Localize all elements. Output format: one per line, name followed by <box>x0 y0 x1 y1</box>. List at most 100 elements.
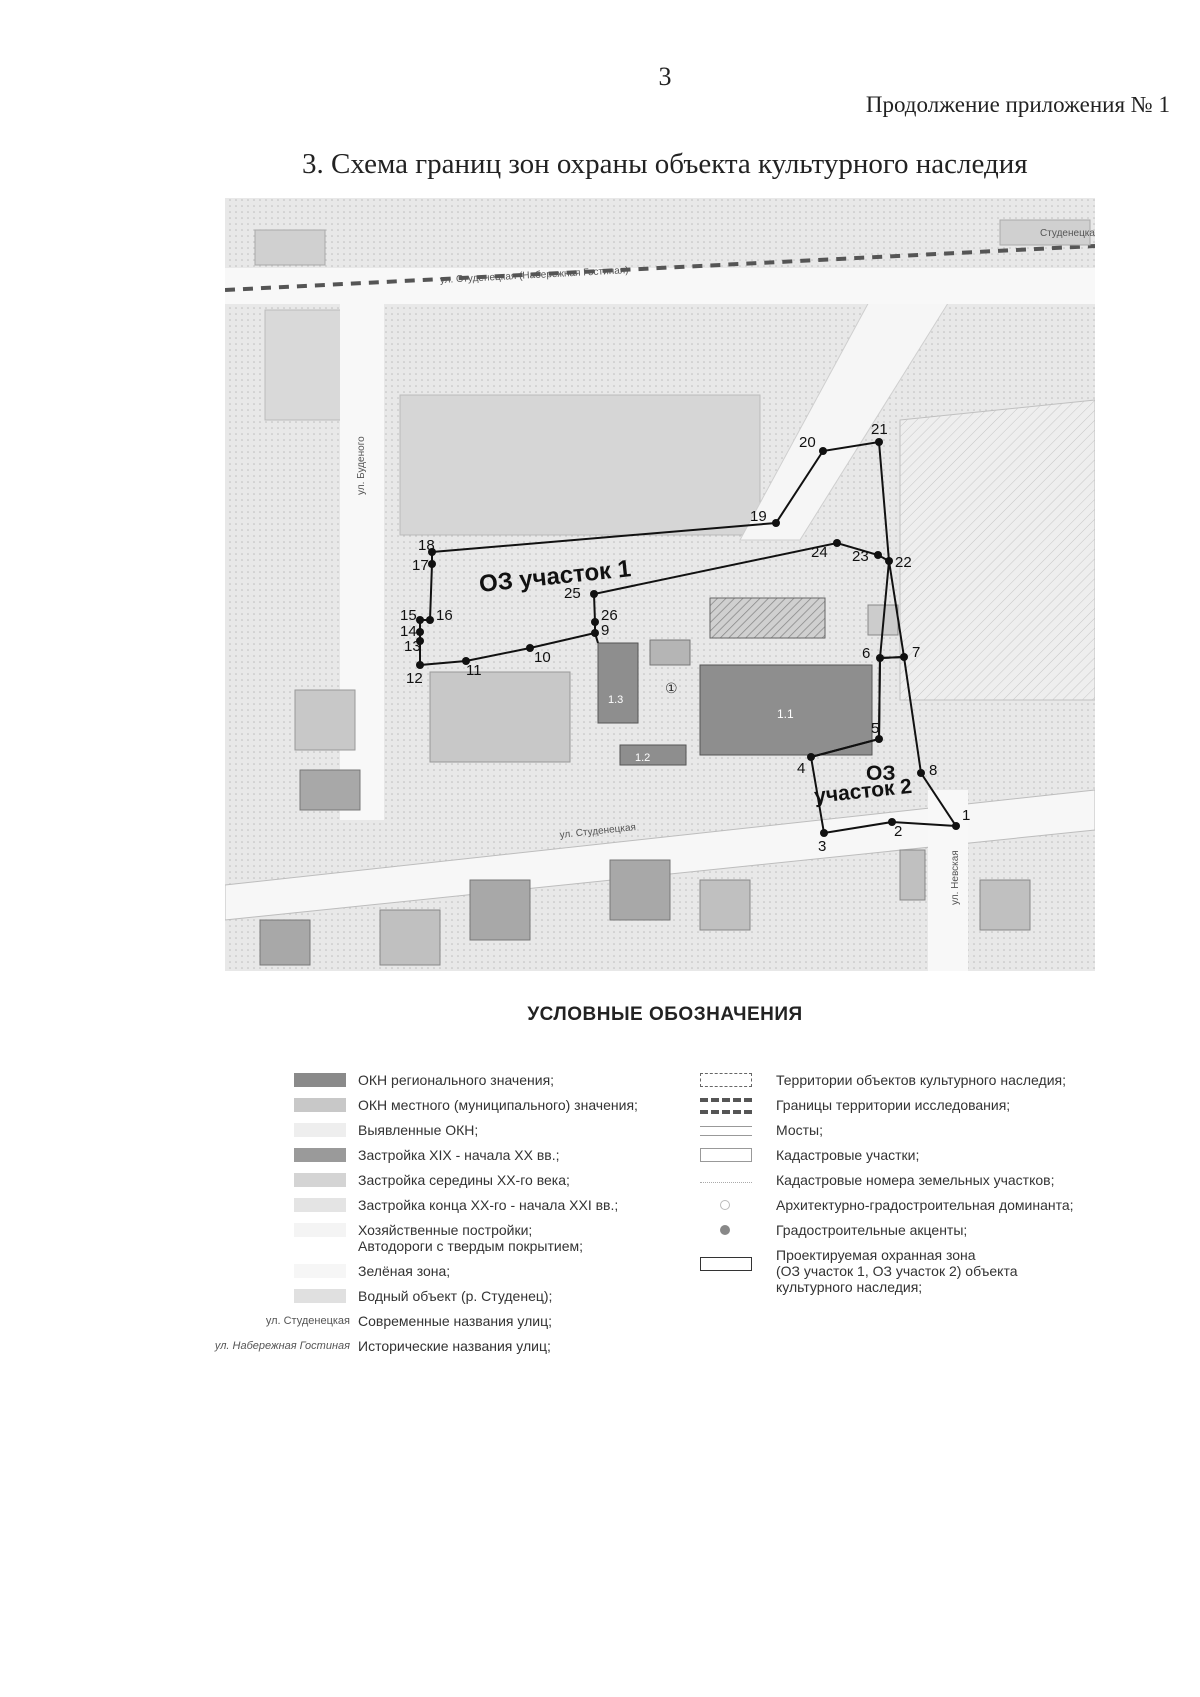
legend-item-19c: Застройка XIX - начала XX вв.; <box>0 1147 690 1163</box>
boundary-point-label-21: 21 <box>871 421 888 438</box>
boundary-point-16 <box>426 616 434 624</box>
legend-item-green: Зелёная зона; <box>0 1263 690 1279</box>
legend-item-late20: Застройка конца XX-го - начала XXI вв.; <box>0 1197 690 1213</box>
building-sw-2 <box>379 909 441 966</box>
legend-item-zone: Проектируемая охранная зона (ОЗ участок … <box>700 1247 1190 1295</box>
boundary-point-4 <box>807 753 815 761</box>
building-ne-1 <box>254 229 326 266</box>
street-south <box>225 789 1095 921</box>
boundary-point-8 <box>917 769 925 777</box>
swatch-water <box>294 1289 346 1303</box>
boundary-point-2 <box>888 818 896 826</box>
boundary-point-label-1: 1 <box>962 807 970 824</box>
boundary-point-label-2: 2 <box>894 823 902 840</box>
boundary-point-label-4: 4 <box>797 760 805 777</box>
legend-left: ОКН регионального значения; ОКН местного… <box>0 1072 690 1363</box>
legend-item-cadastral: Кадастровые участки; <box>700 1147 1190 1163</box>
object-label-1-2: 1.2 <box>635 752 650 764</box>
building-west-2 <box>294 689 356 751</box>
boundary-point-label-9: 9 <box>601 622 609 639</box>
building-sw-1 <box>259 919 311 966</box>
page-number: 3 <box>658 62 672 91</box>
legend-item-research: Границы территории исследования; <box>700 1097 1190 1114</box>
block-east <box>899 399 1095 701</box>
legend-item-territory: Территории объектов культурного наследия… <box>700 1072 1190 1088</box>
building-small <box>649 639 691 666</box>
boundary-point-label-18: 18 <box>418 537 435 554</box>
swatch-accent <box>720 1225 730 1235</box>
boundary-point-label-23: 23 <box>852 548 869 565</box>
boundary-point-13 <box>416 637 424 645</box>
protection-zone-map: ОЗ участок 1 ОЗ участок 2 1.1 1.2 1.3 ① … <box>225 198 1095 971</box>
boundary-point-label-6: 6 <box>862 645 870 662</box>
object-label-circle: ① <box>665 680 678 696</box>
legend-item-dominant: Архитектурно-градостроительная доминанта… <box>700 1197 1190 1213</box>
building-se-2 <box>899 849 926 901</box>
street-east <box>928 790 968 971</box>
swatch-19c <box>294 1148 346 1162</box>
boundary-point-6 <box>876 654 884 662</box>
boundary-point-label-8: 8 <box>929 762 937 779</box>
boundary-point-label-16: 16 <box>436 607 453 624</box>
swatch-territory <box>700 1073 752 1087</box>
boundary-point-12 <box>416 661 424 669</box>
boundary-point-label-24: 24 <box>811 544 828 561</box>
object-label-1-3: 1.3 <box>608 694 623 706</box>
building-s-2 <box>609 859 671 921</box>
boundary-point-label-19: 19 <box>750 508 767 525</box>
legend-title: УСЛОВНЫЕ ОБОЗНАЧЕНИЯ <box>527 1004 803 1025</box>
boundary-point-3 <box>820 829 828 837</box>
boundary-point-label-14: 14 <box>400 623 417 640</box>
building-1-2 <box>619 744 687 766</box>
boundary-point-5 <box>875 735 883 743</box>
boundary-point-label-25: 25 <box>564 585 581 602</box>
swatch-cadnum <box>700 1173 752 1183</box>
boundary-point-label-10: 10 <box>534 649 551 666</box>
boundary-point-label-12: 12 <box>406 670 423 687</box>
swatch-identified <box>294 1123 346 1137</box>
street-sample-historic: ул. Набережная Гостиная <box>214 1340 350 1352</box>
boundary-point-label-7: 7 <box>912 644 920 661</box>
swatch-zone <box>700 1257 752 1271</box>
building-se-1 <box>979 879 1031 931</box>
street-north <box>225 268 1095 304</box>
scheme-title: 3. Схема границ зон охраны объекта культ… <box>302 148 1028 180</box>
boundary-point-18 <box>428 548 436 556</box>
legend-item-mid20: Застройка середины XX-го века; <box>0 1172 690 1188</box>
boundary-point-24 <box>833 539 841 547</box>
boundary-point-7 <box>900 653 908 661</box>
legend-item-roads: Хозяйственные постройки; Автодороги с тв… <box>0 1222 690 1254</box>
street-label-west: ул. Буденого <box>356 436 367 495</box>
legend-right: Территории объектов культурного наследия… <box>700 1072 1190 1304</box>
boundary-point-15 <box>416 616 424 624</box>
boundary-point-label-22: 22 <box>895 554 912 571</box>
building-west-3 <box>299 769 361 811</box>
boundary-point-label-20: 20 <box>799 434 816 451</box>
street-label-east: ул. Невская <box>950 850 961 905</box>
boundary-point-label-17: 17 <box>412 557 429 574</box>
legend-item-historic-streets: ул. Набережная Гостиная Исторические наз… <box>214 1338 551 1354</box>
boundary-point-25 <box>590 590 598 598</box>
boundary-point-10 <box>526 644 534 652</box>
object-label-1-1: 1.1 <box>777 707 794 721</box>
legend-item-regional: ОКН регионального значения; <box>0 1072 690 1088</box>
swatch-bridge <box>700 1126 752 1136</box>
boundary-point-1 <box>952 822 960 830</box>
legend-item-bridge: Мосты; <box>700 1122 1190 1138</box>
research-boundary <box>225 244 1095 292</box>
building-1-1 <box>699 664 873 756</box>
block-north <box>399 394 761 536</box>
appendix-note: Продолжение приложения № 1 <box>865 92 1170 117</box>
boundary-point-label-26: 26 <box>601 607 618 624</box>
swatch-cadastral <box>700 1148 752 1162</box>
boundary-point-14 <box>416 628 424 636</box>
swatch-mid20 <box>294 1173 346 1187</box>
swatch-research <box>700 1098 752 1114</box>
building-s-1 <box>469 879 531 941</box>
swatch-green <box>294 1264 346 1278</box>
boundary-point-9 <box>591 629 599 637</box>
street-label-ne: Студенецкая <box>1040 228 1095 239</box>
legend-item-identified: Выявленные ОКН; <box>0 1122 690 1138</box>
boundary-point-17 <box>428 560 436 568</box>
